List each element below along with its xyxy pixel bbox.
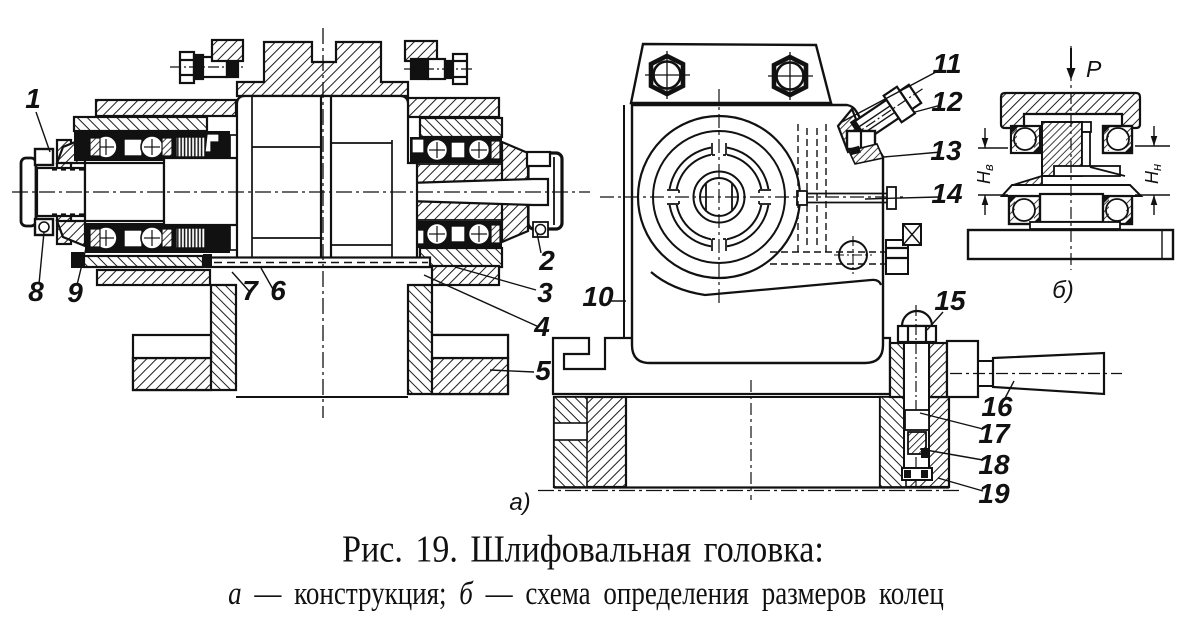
svg-text:16: 16 xyxy=(981,391,1013,422)
svg-text:6: 6 xyxy=(270,275,286,306)
svg-text:Рис. 19. Шлифовальная голов: Рис. 19. Шлифовальная головка: xyxy=(342,528,824,570)
svg-text:13: 13 xyxy=(930,135,962,166)
svg-text:а — конструкция; б — схема о: а — конструкция; б — схема определения р… xyxy=(228,574,944,611)
svg-text:7: 7 xyxy=(242,275,259,306)
svg-text:18: 18 xyxy=(978,449,1010,480)
svg-text:17: 17 xyxy=(978,418,1011,449)
svg-text:а): а) xyxy=(509,489,530,516)
svg-text:б): б) xyxy=(1052,277,1074,304)
svg-text:12: 12 xyxy=(931,86,963,117)
svg-text:9: 9 xyxy=(67,277,83,308)
svg-text:15: 15 xyxy=(934,285,966,316)
svg-text:Нв: Нв xyxy=(974,164,996,184)
svg-text:4: 4 xyxy=(533,311,550,342)
svg-text:11: 11 xyxy=(932,48,961,79)
svg-text:1: 1 xyxy=(25,83,41,114)
svg-text:8: 8 xyxy=(28,276,44,307)
svg-text:3: 3 xyxy=(537,277,553,308)
svg-text:14: 14 xyxy=(931,178,963,209)
svg-text:2: 2 xyxy=(538,245,555,276)
svg-text:Нн: Нн xyxy=(1142,164,1164,184)
svg-text:Р: Р xyxy=(1086,56,1102,82)
svg-text:10: 10 xyxy=(582,281,614,312)
svg-text:5: 5 xyxy=(535,355,551,386)
svg-text:19: 19 xyxy=(978,478,1010,509)
